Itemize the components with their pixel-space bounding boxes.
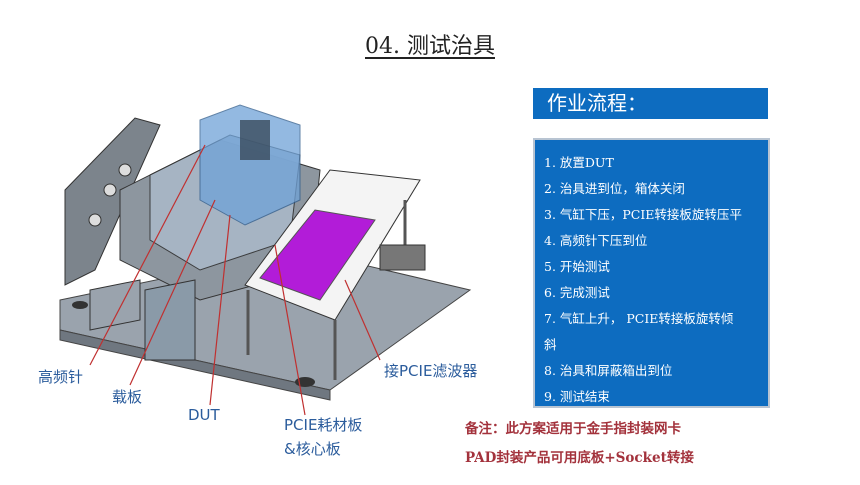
workflow-step: 1. 放置DUT: [544, 155, 614, 170]
label-pcie-board: PCIE耗材板: [284, 416, 363, 434]
label-carrier: 载板: [112, 388, 143, 406]
label-probe: 高频针: [38, 368, 84, 386]
workflow-step: 5. 开始测试: [544, 259, 610, 274]
label-dut: DUT: [188, 406, 220, 424]
title-text: 04. 测试治具: [365, 34, 495, 59]
workflow-step: 4. 高频针下压到位: [544, 233, 648, 248]
workflow-step: 2. 治具进到位，箱体关闭: [544, 181, 685, 196]
workflow-step: 3. 气缸下压，PCIE转接板旋转压平: [544, 207, 742, 222]
page-title: 04. 测试治具: [0, 28, 860, 60]
workflow-step: 7. 气缸上升， PCIE转接板旋转倾: [544, 311, 734, 326]
note-line-1: 备注：此方案适用于金手指封装网卡: [465, 421, 681, 437]
workflow-step: 9. 测试结束: [544, 389, 610, 404]
label-core-board: &核心板: [284, 440, 341, 458]
note-line-2: PAD封装产品可用底板+Socket转接: [465, 450, 694, 466]
label-filter: 接PCIE滤波器: [384, 362, 478, 380]
workflow-heading: 作业流程：: [533, 88, 768, 119]
workflow-step: 8. 治具和屏蔽箱出到位: [544, 363, 673, 378]
workflow-step: 6. 完成测试: [544, 285, 610, 300]
workflow-step: 斜: [544, 337, 557, 352]
workflow-steps: 1. 放置DUT 2. 治具进到位，箱体关闭 3. 气缸下压，PCIE转接板旋转…: [533, 138, 770, 408]
